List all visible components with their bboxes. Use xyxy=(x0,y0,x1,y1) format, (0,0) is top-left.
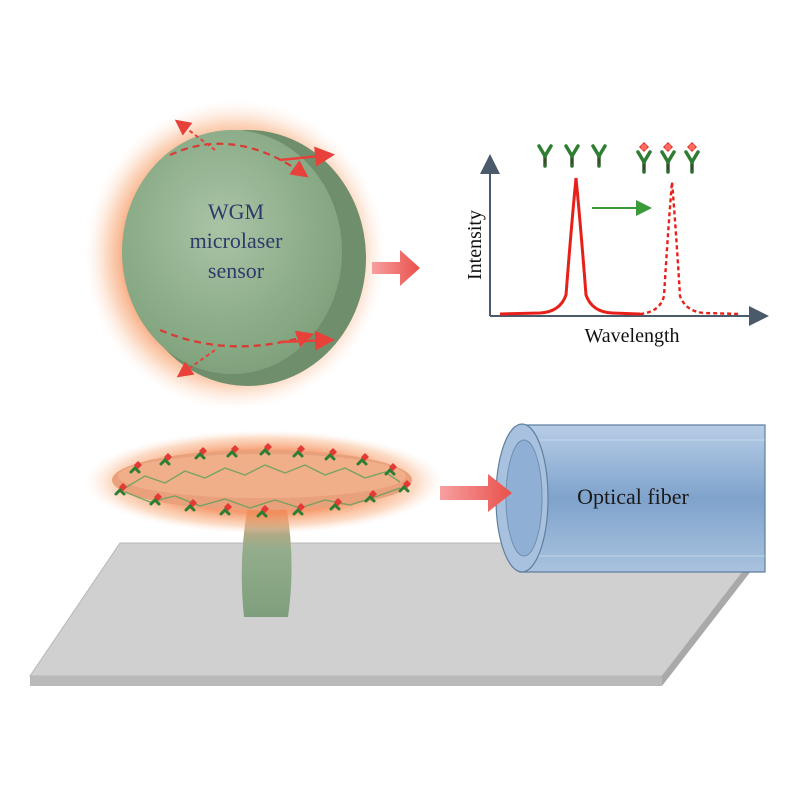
substrate-slab xyxy=(29,542,767,686)
microdisk-top-view: WGM microlaser sensor xyxy=(85,100,385,410)
antibody-group-bound xyxy=(636,142,700,174)
initial-resonance-peak xyxy=(499,177,641,316)
sensor-label-line1: WGM xyxy=(208,199,264,224)
readout-arrow xyxy=(372,250,420,286)
microdisk-side-view xyxy=(84,430,444,617)
spectrum-x-label: Wavelength xyxy=(584,325,679,347)
sensor-label-line2: microlaser xyxy=(190,228,284,253)
fiber-label: Optical fiber xyxy=(577,484,689,509)
antibody-group-unbound xyxy=(537,144,607,168)
sensor-label-line3: sensor xyxy=(208,258,265,283)
optical-fiber: Optical fiber xyxy=(495,423,766,573)
spectrum-plot: Intensity Wavelength xyxy=(464,142,769,347)
spectrum-y-label: Intensity xyxy=(464,210,486,280)
coupling-arrow xyxy=(440,474,512,512)
shifted-resonance-peak xyxy=(639,181,741,316)
